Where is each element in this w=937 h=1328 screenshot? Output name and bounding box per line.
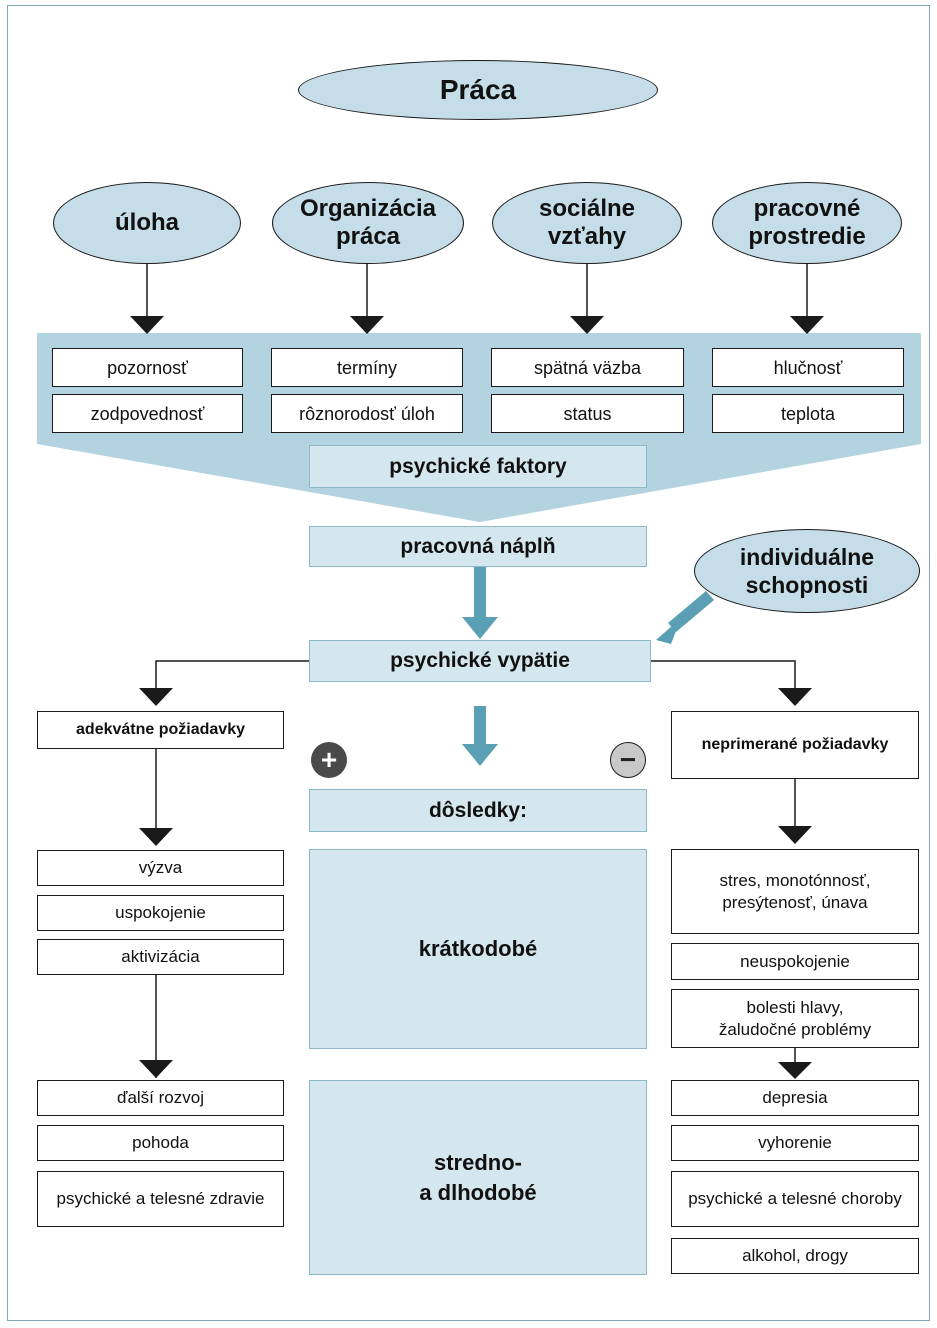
- minus-sign-icon: −: [610, 742, 646, 778]
- adequate-demands-box: adekvátne požiadavky: [37, 711, 284, 749]
- negative-short-item: neuspokojenie: [671, 943, 919, 980]
- negative-long-item: vyhorenie: [671, 1125, 919, 1161]
- psychic-strain-box: psychické vypätie: [309, 640, 651, 682]
- factor-box: zodpovednosť: [52, 394, 243, 433]
- arrow-head: [130, 316, 164, 334]
- positive-long-item: psychické a telesné zdravie: [37, 1171, 284, 1227]
- category-uloha: úloha: [53, 182, 241, 264]
- negative-long-item: psychické a telesné choroby: [671, 1171, 919, 1227]
- factor-box: rôznorodosť úloh: [271, 394, 463, 433]
- arrow-head: [790, 316, 824, 334]
- title-ellipse: Práca: [298, 60, 658, 120]
- inadequate-demands-box: neprimerané požiadavky: [671, 711, 919, 779]
- factor-box: status: [491, 394, 684, 433]
- category-pracovne-prostredie: pracovné prostredie: [712, 182, 902, 264]
- arrow-head: [350, 316, 384, 334]
- negative-short-item: bolesti hlavy, žaludočné problémy: [671, 989, 919, 1048]
- negative-long-item: alkohol, drogy: [671, 1238, 919, 1274]
- arrow-head: [570, 316, 604, 334]
- factor-box: pozornosť: [52, 348, 243, 387]
- plus-sign-icon: +: [311, 742, 347, 778]
- individual-abilities-ellipse: individuálne schopnosti: [694, 529, 920, 613]
- consequences-box: dôsledky:: [309, 789, 647, 832]
- factor-box: teplota: [712, 394, 904, 433]
- category-organizacia: Organizácia práca: [272, 182, 464, 264]
- mid-long-term-box: stredno- a dlhodobé: [309, 1080, 647, 1275]
- positive-long-item: pohoda: [37, 1125, 284, 1161]
- diagram-frame: [7, 5, 930, 1321]
- positive-short-item: výzva: [37, 850, 284, 886]
- short-term-box: krátkodobé: [309, 849, 647, 1049]
- factor-box: termíny: [271, 348, 463, 387]
- category-socialne-vztahy: sociálne vzťahy: [492, 182, 682, 264]
- factors-funnel-band: [37, 333, 921, 522]
- factor-box: spätná väzba: [491, 348, 684, 387]
- negative-short-item: stres, monotónnosť, presýtenosť, únava: [671, 849, 919, 934]
- negative-long-item: depresia: [671, 1080, 919, 1116]
- positive-short-item: uspokojenie: [37, 895, 284, 931]
- positive-short-item: aktivizácia: [37, 939, 284, 975]
- positive-long-item: ďalší rozvoj: [37, 1080, 284, 1116]
- factor-box: hlučnosť: [712, 348, 904, 387]
- work-content-box: pracovná náplň: [309, 526, 647, 567]
- psychic-factors-box: psychické faktory: [309, 445, 647, 488]
